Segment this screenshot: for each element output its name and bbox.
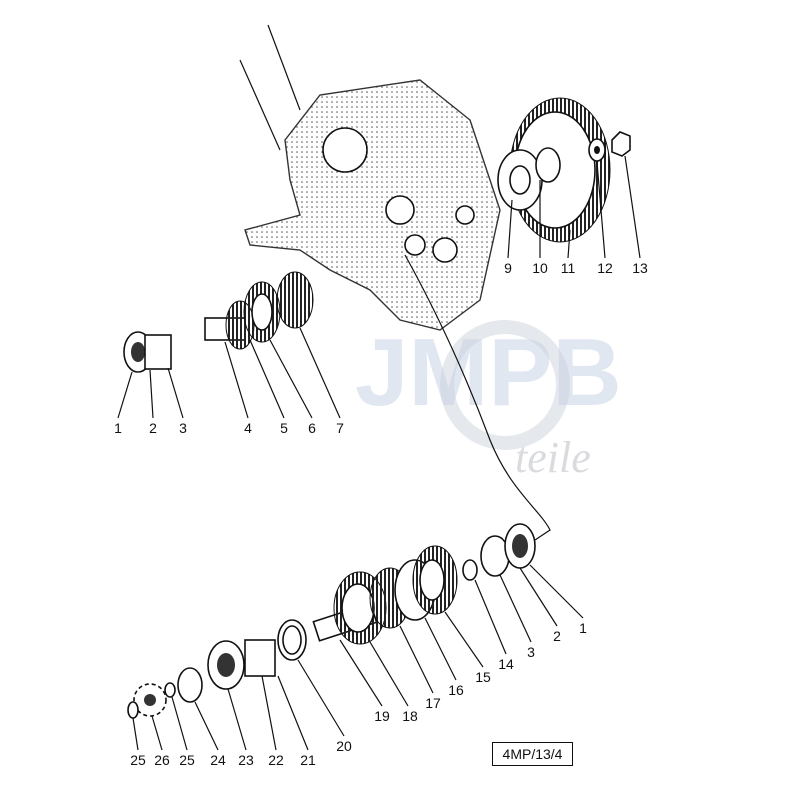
part-label: 6 <box>308 420 316 436</box>
part-label: 26 <box>154 752 170 768</box>
part-label: 16 <box>448 682 464 698</box>
part-label: 23 <box>238 752 254 768</box>
part-labels-left: 1 2 3 4 5 6 7 <box>114 420 344 436</box>
part-label: 20 <box>336 738 352 754</box>
watermark-sub: teile <box>515 433 591 482</box>
part-label: 25 <box>179 752 195 768</box>
part-label: 1 <box>114 420 122 436</box>
crankcase-housing <box>239 24 501 331</box>
part-label: 7 <box>336 420 344 436</box>
part-label: 21 <box>300 752 316 768</box>
part-labels-bottom: 25 26 25 24 23 22 21 20 <box>130 738 352 768</box>
part-label: 3 <box>527 644 535 660</box>
part-label: 19 <box>374 708 390 724</box>
part-label: 10 <box>532 260 548 276</box>
part-labels-top: 9 10 11 12 13 <box>504 260 648 276</box>
part-label: 24 <box>210 752 226 768</box>
part-label: 9 <box>504 260 512 276</box>
watermark: JMPB teile <box>355 319 622 482</box>
watermark-brand: JMPB <box>355 319 622 426</box>
chain-path <box>404 254 551 541</box>
part-label: 2 <box>553 628 561 644</box>
part-label: 25 <box>130 752 146 768</box>
part-label: 13 <box>632 260 648 276</box>
layshaft-assembly-upper <box>123 271 314 373</box>
part-label: 4 <box>244 420 252 436</box>
part-label: 3 <box>179 420 187 436</box>
part-label: 22 <box>268 752 284 768</box>
part-label: 17 <box>425 695 441 711</box>
part-label: 14 <box>498 656 514 672</box>
primary-gear-assembly <box>497 97 631 243</box>
part-label: 15 <box>475 669 491 685</box>
part-labels-right: 1 2 3 14 15 16 17 18 19 <box>374 620 587 724</box>
part-label: 12 <box>597 260 613 276</box>
part-label: 1 <box>579 620 587 636</box>
part-label: 5 <box>280 420 288 436</box>
leader-lines <box>117 155 641 751</box>
part-label: 11 <box>561 260 576 276</box>
part-label: 18 <box>402 708 418 724</box>
part-label: 2 <box>149 420 157 436</box>
mainshaft-assembly-lower <box>127 523 536 719</box>
drawing-code-box: 4MP/13/4 <box>492 742 573 766</box>
